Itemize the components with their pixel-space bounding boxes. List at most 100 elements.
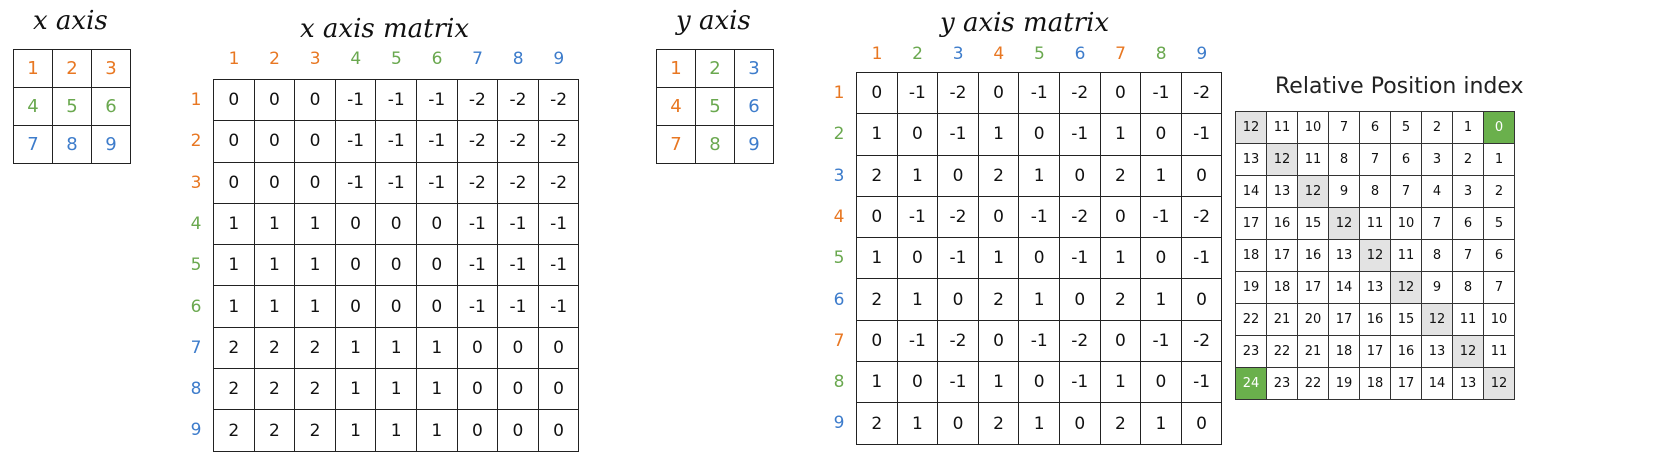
rpi-cell: 3: [1452, 175, 1484, 208]
y-matrix-cell: -1: [937, 361, 979, 404]
y-matrix-cell: 2: [1099, 402, 1142, 445]
x-matrix-cell: -2: [497, 120, 539, 163]
x-matrix-cell: -1: [415, 161, 458, 204]
x-matrix-cell: -1: [497, 285, 539, 328]
rpi-cell: 24: [1235, 367, 1267, 400]
x-matrix-cell: 0: [375, 202, 417, 246]
y-axis-matrix-title: y axis matrix: [940, 8, 1110, 38]
x-matrix-cell: 0: [456, 326, 499, 370]
rpi-cell: 11: [1266, 111, 1298, 144]
y-matrix-cell: -1: [1140, 71, 1182, 115]
x-matrix-cell: 1: [334, 326, 377, 370]
x-matrix-cell: 2: [294, 326, 336, 370]
x-matrix-cell: 1: [294, 244, 336, 287]
rpi-cell: 6: [1359, 111, 1391, 144]
y-matrix-cell: -2: [937, 195, 979, 239]
rpi-cell: 17: [1328, 303, 1360, 336]
x-matrix-row-label: 9: [190, 420, 202, 441]
y-matrix-cell: -1: [1058, 237, 1101, 280]
y-matrix-row-label: 3: [833, 165, 845, 186]
y-matrix-column-label: 5: [1033, 44, 1045, 64]
y-axis-grid-cell: 8: [695, 125, 735, 164]
rpi-title: Relative Position index: [1275, 74, 1524, 99]
x-axis-grid-cell: 2: [52, 49, 92, 88]
rpi-cell: 17: [1266, 239, 1298, 272]
y-matrix-row-label: 7: [833, 330, 845, 351]
y-matrix-cell: 1: [977, 361, 1020, 404]
y-matrix-column-label: 3: [952, 44, 964, 64]
x-matrix-cell: 0: [213, 78, 255, 122]
x-matrix-cell: -1: [375, 120, 417, 163]
y-matrix-cell: 0: [896, 237, 939, 280]
rpi-cell: 13: [1328, 239, 1360, 272]
rpi-cell: 13: [1421, 335, 1453, 368]
rpi-cell: 5: [1483, 207, 1515, 240]
rpi-cell: 2: [1452, 143, 1484, 176]
y-matrix-cell: -2: [1180, 195, 1223, 239]
x-matrix-column-label: 3: [309, 49, 321, 69]
y-matrix-cell: 2: [977, 278, 1020, 321]
x-matrix-cell: 0: [375, 285, 417, 328]
y-matrix-cell: 1: [1018, 402, 1060, 445]
x-matrix-cell: 0: [415, 244, 458, 287]
y-matrix-row-label: 6: [833, 289, 845, 310]
y-matrix-cell: -2: [937, 319, 979, 363]
x-matrix-cell: 0: [456, 368, 499, 411]
x-matrix-cell: 1: [253, 244, 296, 287]
y-matrix-cell: 2: [1099, 154, 1142, 197]
y-matrix-column-label: 1: [871, 44, 883, 64]
y-matrix-row-label: 2: [833, 124, 845, 145]
rpi-cell: 19: [1328, 367, 1360, 400]
rpi-cell: 19: [1235, 271, 1267, 304]
y-matrix-cell: 1: [856, 237, 898, 280]
x-axis-grid-cell: 8: [52, 125, 92, 164]
x-matrix-cell: 0: [334, 202, 377, 246]
y-matrix-cell: 0: [856, 71, 898, 115]
y-matrix-cell: -1: [1018, 195, 1060, 239]
rpi-cell: 14: [1235, 175, 1267, 208]
y-matrix-cell: 2: [977, 402, 1020, 445]
x-matrix-cell: 2: [213, 326, 255, 370]
rpi-cell: 18: [1359, 367, 1391, 400]
x-matrix-row-label: 5: [190, 255, 202, 276]
y-matrix-cell: 0: [1099, 195, 1142, 239]
rpi-cell: 11: [1297, 143, 1329, 176]
y-matrix-cell: 0: [1180, 154, 1223, 197]
x-matrix-cell: 0: [497, 326, 539, 370]
rpi-cell: 16: [1266, 207, 1298, 240]
y-matrix-cell: -1: [1180, 237, 1223, 280]
rpi-cell: 9: [1421, 271, 1453, 304]
y-matrix-cell: 1: [896, 278, 939, 321]
y-matrix-cell: -1: [896, 319, 939, 363]
rpi-cell: 13: [1266, 175, 1298, 208]
rpi-cell: 16: [1297, 239, 1329, 272]
rpi-cell: 12: [1328, 207, 1360, 240]
x-matrix-cell: 2: [294, 409, 336, 452]
x-matrix-cell: 0: [456, 409, 499, 452]
x-matrix-cell: -1: [415, 120, 458, 163]
y-matrix-column-label: 6: [1074, 44, 1086, 64]
x-matrix-row-label: 6: [190, 296, 202, 317]
y-matrix-cell: -1: [1140, 319, 1182, 363]
y-matrix-cell: 1: [1018, 154, 1060, 197]
y-matrix-cell: -2: [1058, 71, 1101, 115]
y-matrix-cell: 0: [977, 319, 1020, 363]
rpi-cell: 22: [1235, 303, 1267, 336]
rpi-cell: 17: [1390, 367, 1422, 400]
rpi-cell: 15: [1297, 207, 1329, 240]
x-axis-grid-cell: 6: [91, 87, 131, 126]
y-matrix-cell: -1: [1140, 195, 1182, 239]
y-matrix-cell: 0: [1058, 278, 1101, 321]
y-axis-grid-cell: 9: [734, 125, 774, 164]
